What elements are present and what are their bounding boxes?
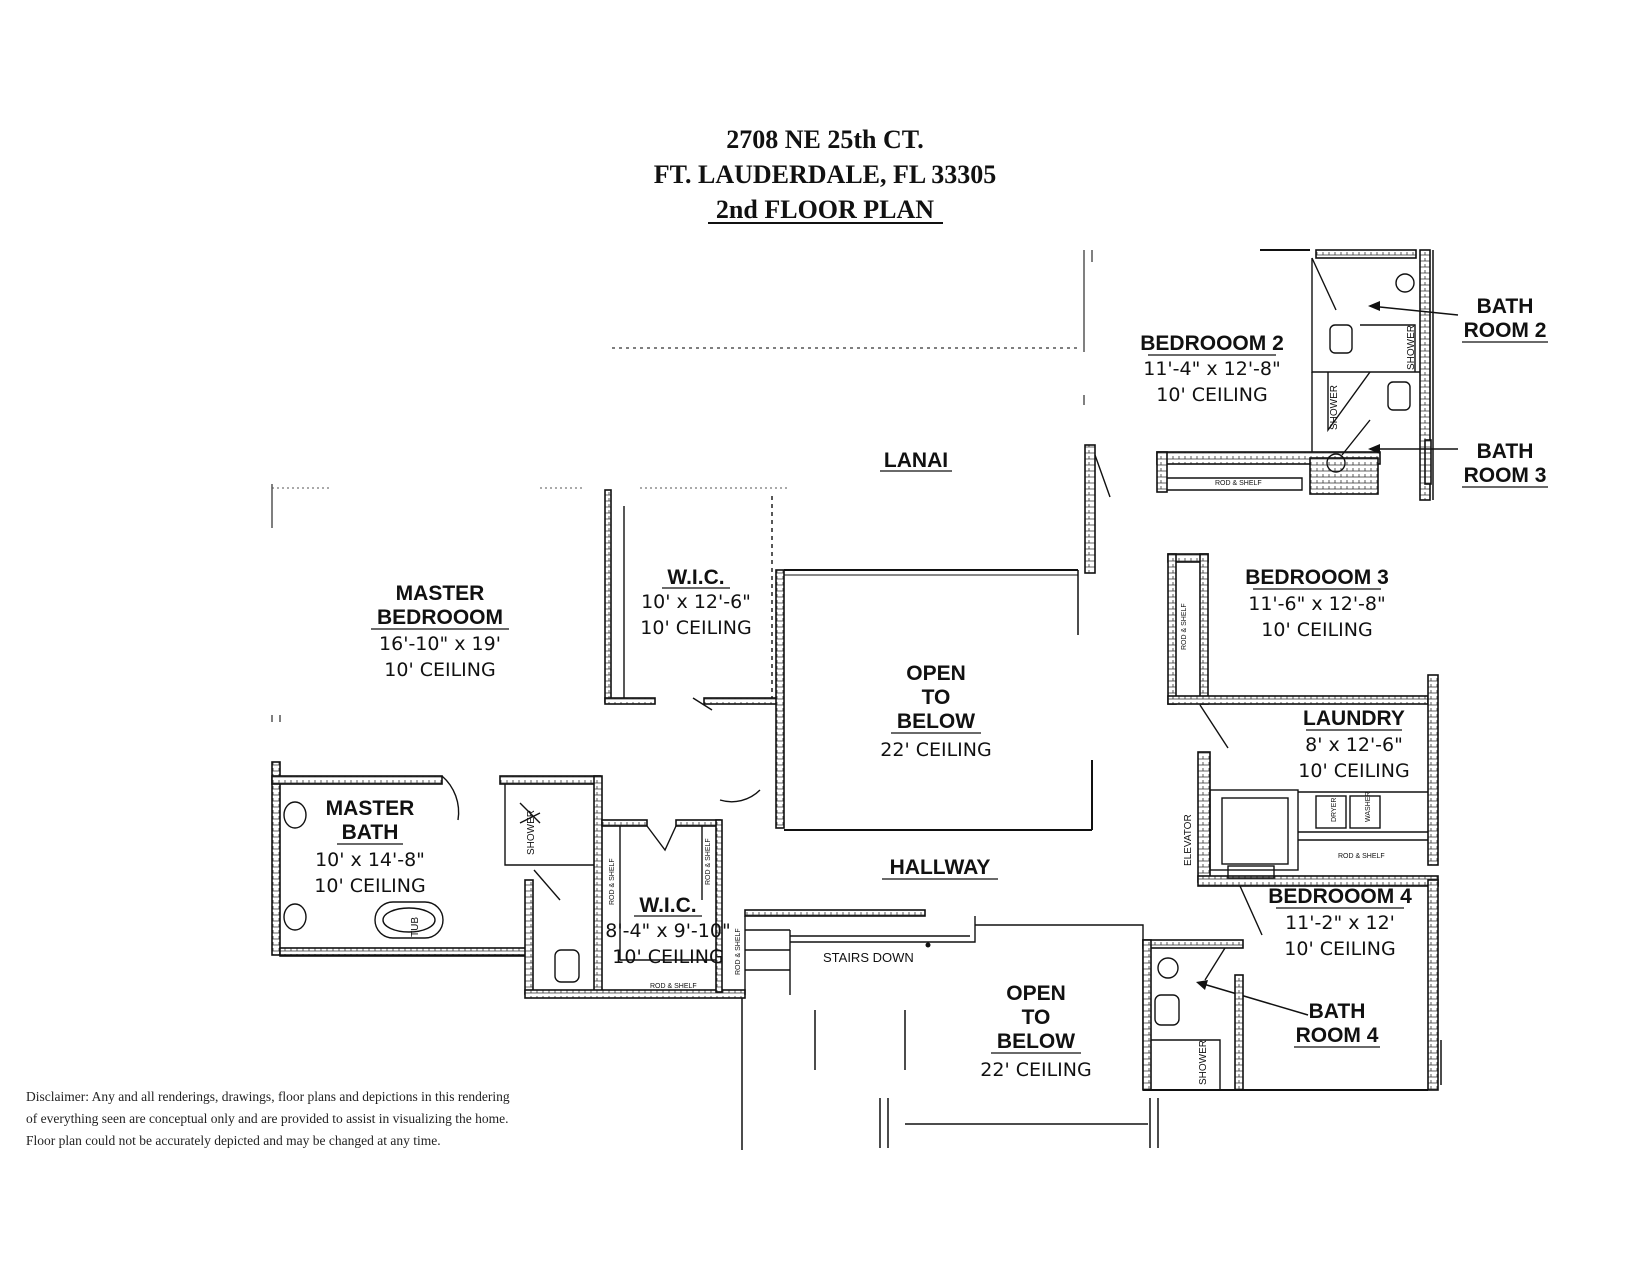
bath-2-shower-label: SHOWER <box>1406 325 1417 370</box>
master-bedroom-name-1: MASTER <box>396 582 485 605</box>
plan-title: 2708 NE 25th CT. FT. LAUDERDALE, FL 3330… <box>654 125 997 224</box>
open-to-below-1-walls <box>719 444 1111 831</box>
master-bath-ceiling: 10' CEILING <box>314 875 425 897</box>
open-below-1-name-1: OPEN <box>906 662 966 685</box>
label-bedroom-3: BEDROOOM 3 11'-6" x 12'-8" 10' CEILING <box>1245 566 1389 641</box>
open-below-1-name-3: BELOW <box>897 710 975 733</box>
open-below-1-ceiling: 22' CEILING <box>880 739 991 761</box>
bedroom-2-name: BEDROOOM 2 <box>1140 332 1284 355</box>
wic-2-rod-shelf-bottom: ROD & SHELF <box>650 983 697 990</box>
label-bedroom-2: BEDROOOM 2 11'-4" x 12'-8" 10' CEILING <box>1140 332 1284 406</box>
bedroom-2-dims: 11'-4" x 12'-8" <box>1143 358 1281 380</box>
bath-2-name-2: ROOM 2 <box>1464 319 1547 342</box>
plan-name: 2nd FLOOR PLAN <box>716 195 934 224</box>
master-bath-name-2: BATH <box>342 821 399 844</box>
bedroom-3-dims: 11'-6" x 12'-8" <box>1248 593 1386 615</box>
bath-4-name-2: ROOM 4 <box>1296 1024 1379 1047</box>
open-below-2-name-2: TO <box>1022 1006 1051 1029</box>
callout-arrows <box>1196 301 1459 1016</box>
label-lanai: LANAI <box>880 449 952 472</box>
wic-2-walls: ROD & SHELF ROD & SHELF ROD & SHELF ROD … <box>601 819 742 993</box>
label-wic-1: W.I.C. 10' x 12'-6" 10' CEILING <box>640 566 751 639</box>
elevator-label: ELEVATOR <box>1183 814 1194 866</box>
stairs-label: STAIRS DOWN <box>823 950 914 965</box>
master-bedroom-dims: 16'-10" x 19' <box>379 633 501 655</box>
laundry-rod-shelf: ROD & SHELF <box>1338 853 1385 860</box>
master-bedroom-ceiling: 10' CEILING <box>384 659 495 681</box>
disclaimer-line-3: Floor plan could not be accurately depic… <box>26 1133 441 1148</box>
master-bath-dims: 10' x 14'-8" <box>315 849 425 871</box>
label-bath-2: BATH ROOM 2 <box>1462 295 1548 343</box>
master-bath-walls: SHOWER TUB <box>271 761 746 999</box>
master-bedroom-name-2: BEDROOOM <box>377 606 503 629</box>
label-laundry: LAUNDRY 8' x 12'-6" 10' CEILING <box>1298 707 1409 782</box>
hallway-name: HALLWAY <box>890 856 991 879</box>
label-hallway: HALLWAY <box>882 856 998 880</box>
bedroom-3-name: BEDROOOM 3 <box>1245 566 1389 589</box>
label-bath-3: BATH ROOM 3 <box>1462 440 1548 488</box>
bedroom-4-dims: 11'-2" x 12' <box>1285 912 1395 934</box>
bath-4-name-1: BATH <box>1309 1000 1366 1023</box>
master-bath-name-1: MASTER <box>326 797 415 820</box>
bedroom-2-ceiling: 10' CEILING <box>1156 384 1267 406</box>
bath-4-shower-label: SHOWER <box>1198 1040 1209 1085</box>
wic-1-name: W.I.C. <box>667 566 724 589</box>
bedroom-4-name: BEDROOOM 4 <box>1268 885 1412 908</box>
laundry-name: LAUNDRY <box>1303 707 1405 730</box>
laundry-ceiling: 10' CEILING <box>1298 760 1409 782</box>
bedroom-3-ceiling: 10' CEILING <box>1261 619 1372 641</box>
label-open-below-1: OPEN TO BELOW 22' CEILING <box>880 662 991 761</box>
label-master-bedroom: MASTER BEDROOOM 16'-10" x 19' 10' CEILIN… <box>371 582 509 681</box>
label-master-bath: MASTER BATH 10' x 14'-8" 10' CEILING <box>314 797 425 897</box>
bedroom-2-baths-walls: ROD & SHELF SHOWER SHOWER <box>1156 249 1434 501</box>
wic-2-name: W.I.C. <box>639 894 696 917</box>
bath-3-shower-label: SHOWER <box>1329 385 1340 430</box>
open-below-1-name-2: TO <box>922 686 951 709</box>
stairs-hall: STAIRS DOWN <box>741 909 976 1150</box>
lanai-name: LANAI <box>884 449 948 472</box>
open-below-2-name-1: OPEN <box>1006 982 1066 1005</box>
bath-3-name-2: ROOM 3 <box>1464 464 1547 487</box>
disclaimer-line-1: Disclaimer: Any and all renderings, draw… <box>26 1089 510 1104</box>
address-line: 2708 NE 25th CT. <box>726 125 923 154</box>
laundry-dims: 8' x 12'-6" <box>1305 734 1403 756</box>
wic-2-ceiling: 10' CEILING <box>612 946 723 968</box>
dryer-label: DRYER <box>1331 798 1338 822</box>
disclaimer-line-2: of everything seen are conceptual only a… <box>26 1111 509 1126</box>
label-bath-4: BATH ROOM 4 <box>1294 1000 1380 1048</box>
bath-3-name-1: BATH <box>1477 440 1534 463</box>
bath-2-name-1: BATH <box>1477 295 1534 318</box>
disclaimer: Disclaimer: Any and all renderings, draw… <box>26 1086 706 1152</box>
wic-2-rod-shelf-right-bottom: ROD & SHELF <box>735 928 742 975</box>
wic-1-ceiling: 10' CEILING <box>640 617 751 639</box>
master-shower-label: SHOWER <box>526 810 537 855</box>
open-below-2-ceiling: 22' CEILING <box>980 1059 1091 1081</box>
bedroom-3-rod-shelf: ROD & SHELF <box>1181 603 1188 650</box>
city-line: FT. LAUDERDALE, FL 33305 <box>654 160 997 189</box>
label-bedroom-4: BEDROOOM 4 11'-2" x 12' 10' CEILING <box>1268 885 1412 960</box>
wic-2-dims: 8'-4" x 9'-10" <box>605 920 730 942</box>
bedroom-4-bath-4-walls: SHOWER <box>1142 879 1442 1091</box>
wic-1-dims: 10' x 12'-6" <box>641 591 751 613</box>
open-below-2-name-3: BELOW <box>997 1030 1075 1053</box>
wic-2-rod-shelf-left: ROD & SHELF <box>609 858 616 905</box>
washer-label: WASHER <box>1365 792 1372 822</box>
label-wic-2: W.I.C. 8'-4" x 9'-10" 10' CEILING <box>605 894 730 968</box>
tub-label: TUB <box>410 917 421 937</box>
wic-2-rod-shelf-right-top: ROD & SHELF <box>705 838 712 885</box>
bedroom-2-rod-shelf: ROD & SHELF <box>1215 480 1262 487</box>
label-open-below-2: OPEN TO BELOW 22' CEILING <box>980 982 1091 1081</box>
lanai-outline <box>271 250 1093 722</box>
bedroom-4-ceiling: 10' CEILING <box>1284 938 1395 960</box>
bedroom-3-laundry-walls: ROD & SHELF DRYER WASHER ROD & SHELF ELE… <box>1167 553 1439 887</box>
